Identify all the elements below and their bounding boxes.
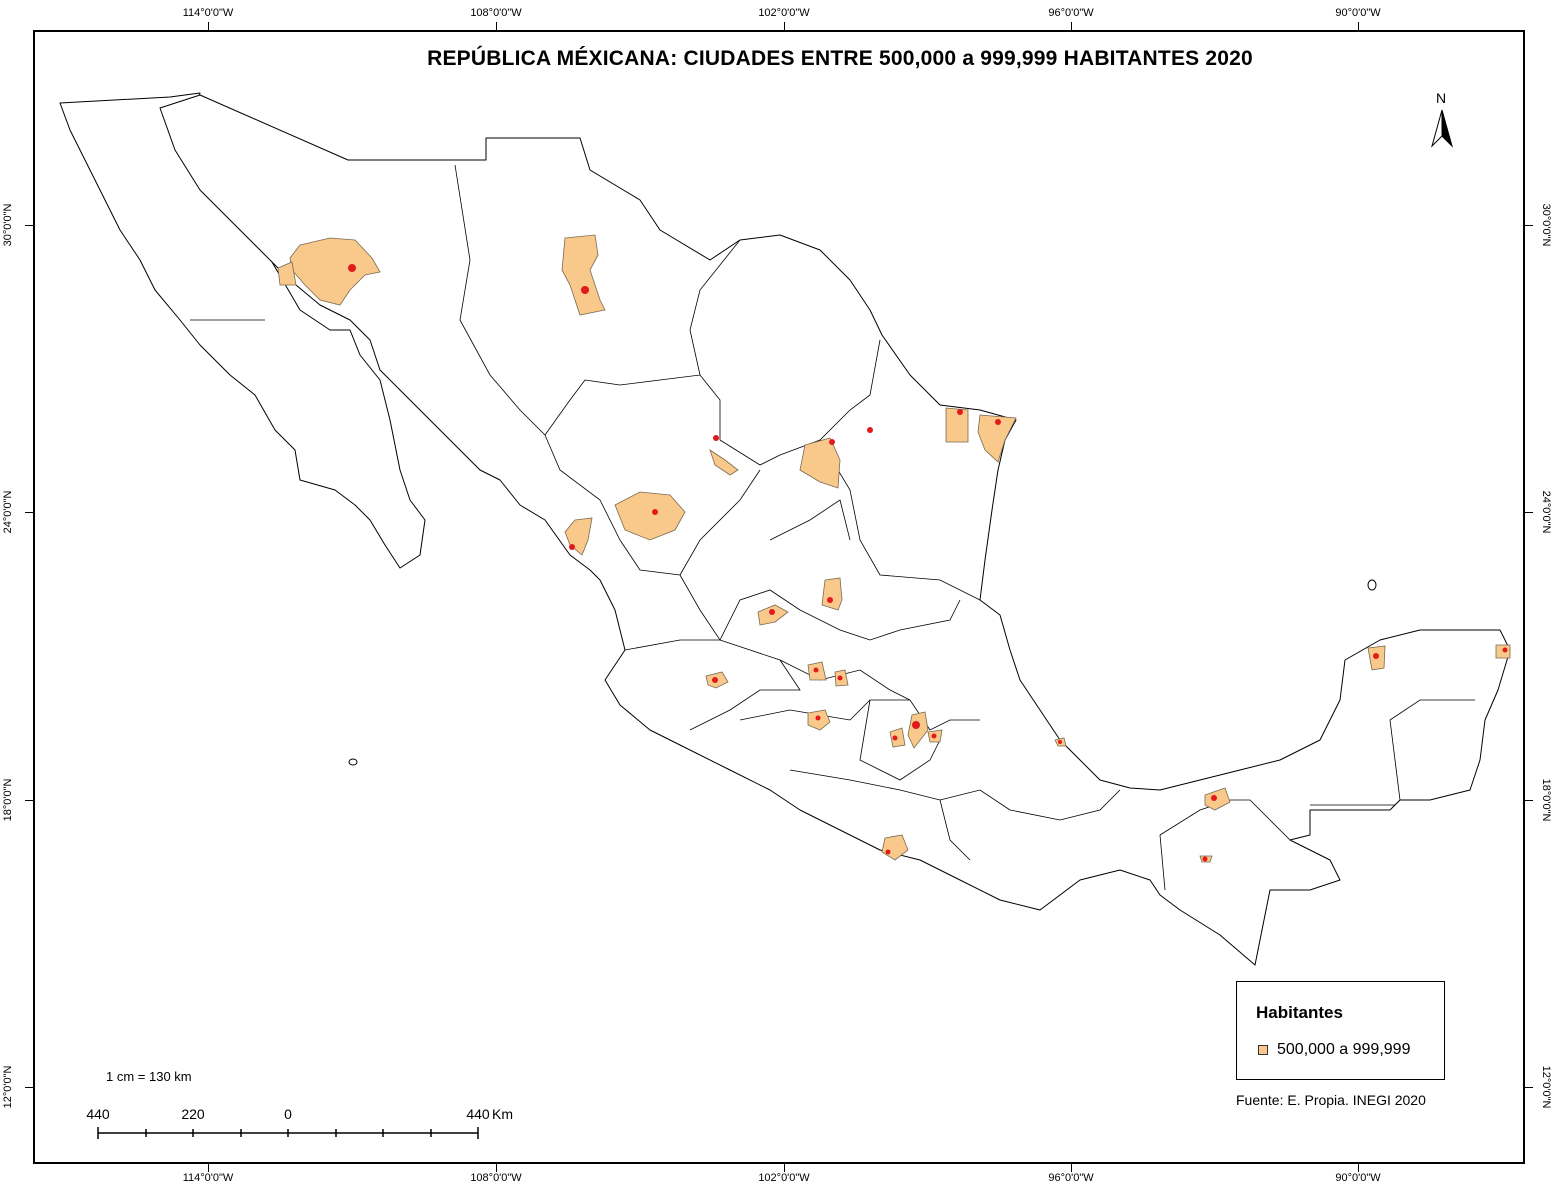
city-guaymas-region [277, 261, 297, 286]
scale-label-440-right: 440 [466, 1106, 490, 1122]
tick-bottom-114 [208, 1164, 209, 1172]
legend-swatch [1258, 1045, 1268, 1055]
urban-core-5 [713, 435, 719, 441]
lon-label-bottom-114: 114°0'0"W [182, 1172, 234, 1184]
city-saltillo [799, 437, 841, 489]
mainland [159, 94, 1511, 966]
lon-label-bottom-108: 108°0'0"W [470, 1172, 522, 1184]
city-torreon [709, 449, 739, 476]
lon-label-top-108: 108°0'0"W [470, 7, 522, 19]
urban-core-19 [1058, 740, 1062, 744]
lon-label-bottom-102: 102°0'0"W [758, 1172, 810, 1184]
urban-core-15 [815, 715, 821, 721]
city-aguascalientes [821, 577, 843, 611]
map-title: REPÚBLICA MÉXICANA: CIUDADES ENTRE 500,0… [427, 47, 1253, 70]
north-label: N [1436, 90, 1447, 106]
tick-left-24 [25, 512, 33, 513]
urban-core-24 [1502, 647, 1508, 653]
lon-label-bottom-90: 90°0'0"W [1335, 1172, 1381, 1184]
lon-label-top-96: 96°0'0"W [1048, 7, 1094, 19]
urban-core-13 [813, 667, 819, 673]
legend-item-label: 500,000 a 999,999 [1277, 1041, 1411, 1058]
urban-core-3 [569, 544, 575, 550]
tick-right-30 [1525, 225, 1533, 226]
urban-core-23 [1373, 653, 1379, 659]
country-outline [59, 92, 1511, 966]
legend: Habitantes 500,000 a 999,999 [1236, 981, 1445, 1080]
urban-core-12 [712, 677, 718, 683]
source-text: Fuente: E. Propia. INEGI 2020 [1236, 1092, 1426, 1108]
lon-label-top-114: 114°0'0"W [182, 7, 234, 19]
urban-core-21 [1211, 795, 1217, 801]
legend-title: Habitantes [1256, 1003, 1343, 1022]
urban-core-20 [885, 849, 891, 855]
city-villahermosa [1204, 787, 1231, 811]
city-nuevo-laredo [945, 407, 969, 443]
urban-cores [348, 264, 1508, 862]
urban-core-11 [769, 609, 775, 615]
tick-bottom-102 [784, 1164, 785, 1172]
tick-right-24 [1525, 512, 1533, 513]
urban-core-17 [912, 721, 920, 729]
north-arrow-icon [1431, 109, 1453, 148]
city-toluca [889, 727, 906, 748]
tick-top-108 [496, 22, 497, 30]
scale-label-0: 0 [284, 1106, 292, 1122]
lon-label-bottom-96: 96°0'0"W [1048, 1172, 1094, 1184]
urban-core-16 [892, 735, 898, 741]
city-pachuca [907, 711, 929, 749]
tick-right-18 [1525, 800, 1533, 801]
island-1 [1367, 579, 1377, 591]
urban-core-1 [348, 264, 356, 272]
scale-label-440-left: 440 [86, 1106, 110, 1122]
urban-core-2 [581, 286, 589, 294]
lon-label-top-102: 102°0'0"W [758, 7, 810, 19]
scale-label-220: 220 [181, 1106, 205, 1122]
tick-top-102 [784, 22, 785, 30]
tick-bottom-96 [1071, 1164, 1072, 1172]
urban-core-4 [652, 509, 658, 515]
urban-core-18 [931, 733, 937, 739]
lon-label-top-90: 90°0'0"W [1335, 7, 1381, 19]
tick-top-114 [208, 22, 209, 30]
urban-core-10 [827, 597, 833, 603]
city-durango [614, 491, 686, 541]
scale-bar [97, 1127, 479, 1139]
city-reynosa-matamoros [977, 414, 1017, 463]
urban-core-22 [1202, 856, 1208, 862]
tick-left-12 [25, 1087, 33, 1088]
state-borders [190, 164, 1475, 891]
urban-core-9 [995, 419, 1001, 425]
scale-ratio-text: 1 cm = 130 km [106, 1069, 192, 1084]
tick-bottom-90 [1358, 1164, 1359, 1172]
tick-top-96 [1071, 22, 1072, 30]
urban-core-14 [837, 675, 843, 681]
city-chihuahua [561, 234, 606, 316]
tick-top-90 [1358, 22, 1359, 30]
tick-right-12 [1525, 1087, 1533, 1088]
tick-left-18 [25, 800, 33, 801]
urban-core-8 [957, 409, 963, 415]
urban-core-6 [829, 439, 835, 445]
city-tepic [757, 604, 789, 626]
urban-core-7 [867, 427, 873, 433]
tick-bottom-108 [496, 1164, 497, 1172]
scale-unit: Km [492, 1106, 513, 1122]
island-2 [348, 758, 358, 766]
tick-left-30 [25, 225, 33, 226]
